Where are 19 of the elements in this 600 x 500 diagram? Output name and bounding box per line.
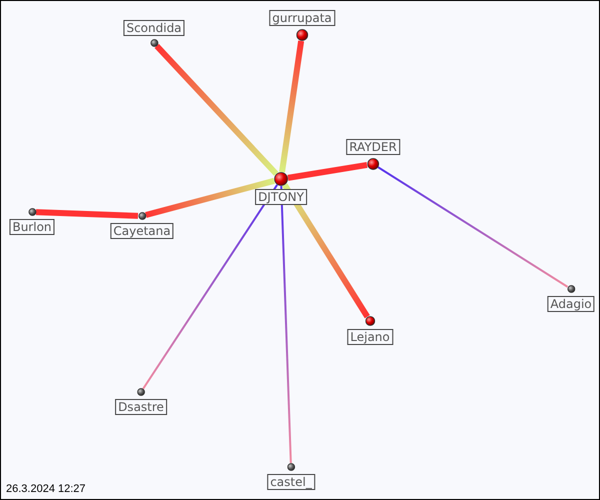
timestamp: 26.3.2024 12:27 bbox=[6, 483, 86, 495]
connection-line bbox=[145, 178, 275, 218]
node-label: Adagio bbox=[547, 296, 595, 312]
node-label: Scondida bbox=[123, 20, 185, 36]
node-label: RAYDER bbox=[346, 139, 400, 155]
connection-line bbox=[279, 40, 304, 172]
node-label: Cayetana bbox=[110, 223, 174, 239]
connection-line bbox=[142, 184, 278, 390]
connection-line bbox=[287, 162, 368, 181]
connection-line bbox=[280, 186, 292, 464]
node-label: Burlon bbox=[9, 219, 55, 235]
connection-line bbox=[154, 44, 278, 176]
connection-line bbox=[36, 209, 138, 219]
node-label: gurrupata bbox=[269, 10, 335, 26]
node-label: castel_ bbox=[267, 474, 315, 490]
connection-line bbox=[378, 166, 568, 288]
node-label: Lejano bbox=[347, 329, 393, 345]
node-label: Dsastre bbox=[115, 399, 167, 415]
node-label: DJTONY bbox=[255, 189, 307, 205]
